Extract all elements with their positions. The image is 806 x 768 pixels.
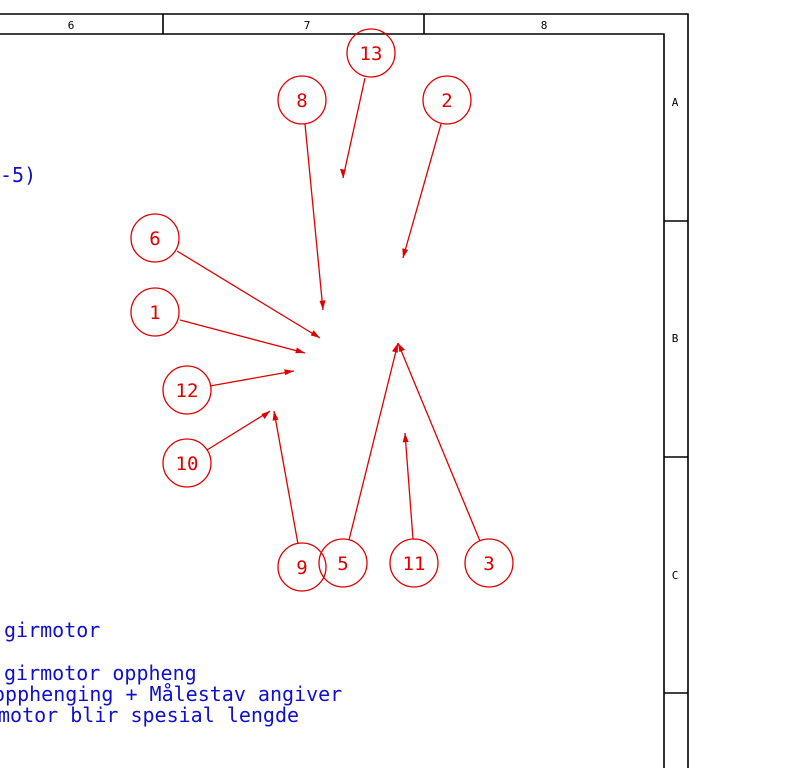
arrowhead	[319, 300, 326, 310]
inner-border	[0, 33, 665, 768]
arrowhead	[310, 330, 320, 338]
balloon: 11	[389, 538, 439, 588]
balloon-label: 12	[176, 380, 199, 402]
leader-line	[176, 250, 321, 339]
balloon: 9	[277, 542, 327, 592]
column-label: 7	[304, 19, 311, 32]
leader-line	[206, 410, 271, 451]
leader-line	[348, 342, 399, 541]
balloon-circle	[422, 75, 472, 125]
note-text: girmotor	[4, 618, 100, 642]
leader-line	[397, 342, 481, 542]
balloon-label: 5	[337, 553, 348, 575]
arrowhead	[284, 369, 294, 376]
leader-line	[402, 123, 442, 259]
arrowhead	[272, 411, 279, 421]
leader-line	[179, 319, 306, 354]
balloon-circle	[130, 213, 180, 263]
balloon-circle	[464, 538, 514, 588]
balloon: 2	[422, 75, 472, 125]
balloon-label: 1	[149, 302, 160, 324]
arrowheads	[261, 168, 409, 443]
sheet-frame: 6 7 8 A B C	[0, 13, 689, 768]
row-label: B	[672, 332, 679, 345]
arrowhead	[392, 343, 398, 353]
balloon: 12	[162, 365, 212, 415]
balloon-circle	[346, 28, 396, 78]
arrowhead	[261, 411, 270, 420]
balloon: 6	[130, 213, 180, 263]
balloon-label: 10	[176, 453, 199, 475]
balloon-circle	[318, 538, 368, 588]
balloon-label: 13	[360, 43, 383, 65]
balloon-circle	[389, 538, 439, 588]
balloon-label: 3	[483, 553, 494, 575]
balloon: 8	[277, 75, 327, 125]
note-text: -5)	[0, 163, 36, 187]
balloon: 3	[464, 538, 514, 588]
balloon-circle	[277, 542, 327, 592]
leader-line	[304, 123, 324, 311]
balloon-label: 2	[441, 90, 452, 112]
balloon: 5	[318, 538, 368, 588]
balloon-circle	[277, 75, 327, 125]
balloon-circle	[130, 287, 180, 337]
outer-border	[0, 13, 689, 768]
arrowhead	[340, 168, 346, 178]
note-text: opphenging + Målestav angiver	[0, 682, 342, 706]
column-label: 8	[541, 19, 548, 32]
row-label: C	[672, 569, 679, 582]
arrowhead	[295, 347, 305, 354]
leader-line	[209, 370, 295, 387]
leader-lines	[176, 77, 481, 545]
balloon-label: 8	[296, 90, 307, 112]
arrowhead	[398, 343, 405, 353]
balloon: 13	[346, 28, 396, 78]
column-label: 6	[68, 19, 75, 32]
balloon-circle	[162, 365, 212, 415]
arrowhead	[402, 248, 409, 258]
note-text: girmotor oppheng	[4, 661, 197, 685]
leader-line	[273, 410, 299, 545]
note-text: motor blir spesial lengde	[0, 703, 299, 727]
row-label: A	[672, 96, 679, 109]
leader-line	[404, 432, 414, 540]
balloon-label: 6	[149, 228, 160, 250]
balloon-label: 9	[296, 557, 307, 579]
balloon-label: 11	[403, 553, 426, 575]
balloon: 1	[130, 287, 180, 337]
balloon-circle	[162, 438, 212, 488]
arrowhead	[402, 433, 409, 443]
balloon: 10	[162, 438, 212, 488]
leader-line	[342, 77, 366, 179]
